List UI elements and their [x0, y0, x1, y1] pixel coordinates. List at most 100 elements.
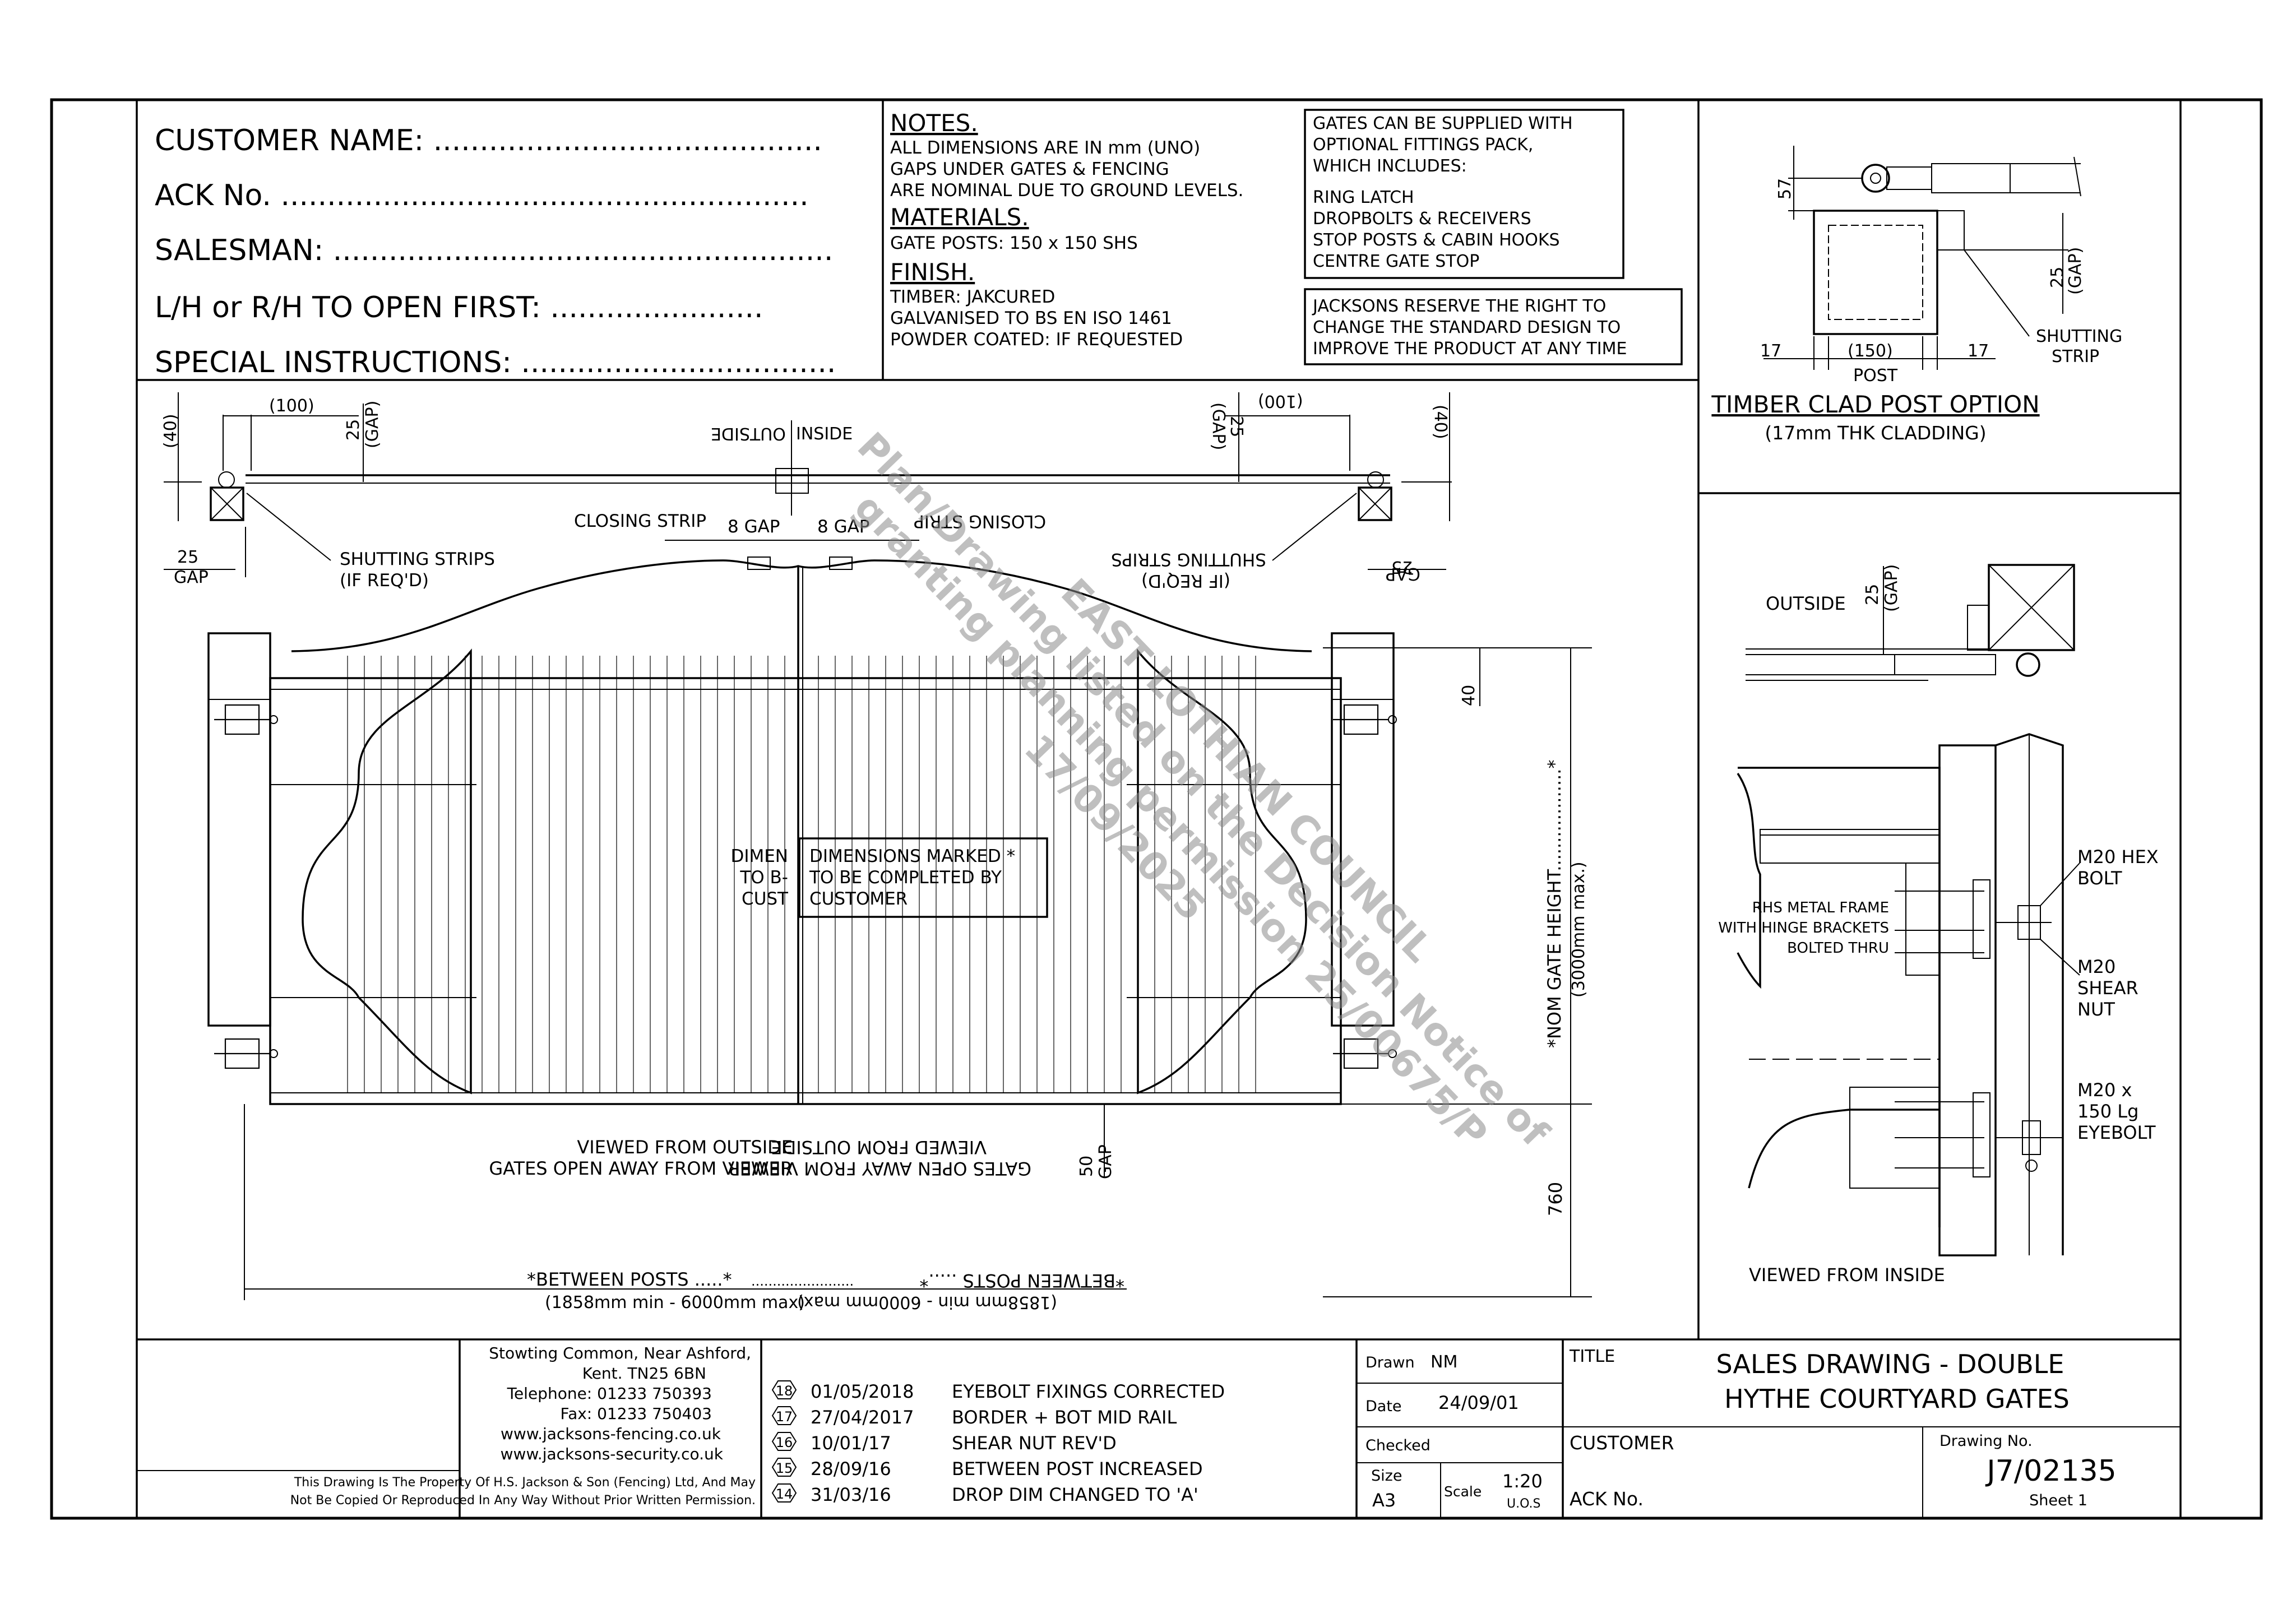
revision-description: SHEAR NUT REV'D — [952, 1432, 1117, 1454]
shear-nut-label: SHEAR — [2077, 977, 2138, 999]
clad-post-inner — [1828, 225, 1923, 320]
company-website[interactable]: www.jacksons-fencing.co.uk — [501, 1425, 721, 1443]
company-address: Kent. TN25 6BN — [582, 1364, 706, 1383]
dimension-note-mirror: CUST — [742, 889, 789, 909]
between-posts-mirror: *BETWEEN POSTS .....* — [919, 1270, 1124, 1291]
hinge-plan-detail: OUTSIDE 25 (GAP) — [1746, 564, 2075, 681]
gate-elevation: DIMENSIONS MARKED * TO BE COMPLETED BY C… — [207, 557, 1592, 1313]
left-cut-shape — [302, 648, 472, 1095]
special-instructions-field[interactable]: SPECIAL INSTRUCTIONS: ..................… — [155, 346, 836, 379]
closing-strip-left: CLOSING STRIP — [574, 511, 706, 531]
drawing-subtitle: HYTHE COURTYARD GATES — [1724, 1384, 2070, 1414]
revision-hexagon-icon — [771, 1458, 797, 1477]
finish-title: FINISH. — [890, 258, 975, 286]
dim-760: 760 — [1545, 1182, 1566, 1216]
customer-block: CUSTOMER NAME: .........................… — [155, 124, 836, 379]
dim-25-left: 25 — [344, 419, 363, 440]
size-label: Size — [1371, 1467, 1402, 1485]
title-label: TITLE — [1569, 1347, 1615, 1366]
hex-bolt-label: M20 HEX — [2077, 846, 2159, 868]
closing-strip-right: CLOSING STRIP — [914, 511, 1046, 531]
company-phone: Telephone: 01233 750393 — [507, 1384, 712, 1403]
gap25-br: 25 — [1391, 557, 1413, 577]
customer-name-field[interactable]: CUSTOMER NAME: .........................… — [155, 124, 822, 157]
dim-gap: (GAP) — [2066, 247, 2085, 295]
revision-date: 31/03/16 — [811, 1484, 891, 1505]
reserve-line: CHANGE THE STANDARD DESIGN TO — [1313, 318, 1621, 337]
dim-40-left: (40) — [161, 414, 180, 448]
revision-number: 16 — [776, 1435, 793, 1450]
revision-number: 14 — [776, 1486, 793, 1502]
dim-100-left: (100) — [269, 396, 314, 416]
salesman-field[interactable]: SALESMAN: ..............................… — [155, 234, 833, 267]
revision-hexagon-icon — [771, 1483, 797, 1503]
gate-frame — [269, 677, 1342, 1105]
viewed-from-inside-label: VIEWED FROM INSIDE — [1749, 1264, 1945, 1286]
clad-post-outer — [1813, 210, 1938, 335]
shutting-strips-left: SHUTTING STRIPS — [340, 549, 495, 569]
scale-label: Scale — [1444, 1483, 1482, 1500]
dim-17-right: 17 — [1968, 341, 1989, 361]
property-notice: This Drawing Is The Property Of H.S. Jac… — [294, 1476, 756, 1490]
dim-100-right: (100) — [1258, 391, 1303, 411]
fittings-line: OPTIONAL FITTINGS PACK, — [1313, 135, 1533, 155]
dim-gap-hinge: (GAP) — [1882, 564, 1901, 612]
shutting-strips-left: (IF REQ'D) — [340, 571, 429, 591]
dimension-note-box — [798, 837, 1048, 918]
reserve-line: JACKSONS RESERVE THE RIGHT TO — [1312, 296, 1606, 316]
materials-title: MATERIALS. — [890, 203, 1029, 231]
hex-bolt-label: BOLT — [2077, 868, 2122, 889]
latch-icon — [747, 557, 771, 570]
dim-17-left: 17 — [1760, 341, 1781, 361]
title-block: Stowting Common, Near Ashford, Kent. TN2… — [137, 1339, 2181, 1518]
fittings-line: STOP POSTS & CABIN HOOKS — [1313, 230, 1560, 250]
revision-number: 15 — [776, 1460, 793, 1476]
revision-number: 17 — [776, 1409, 793, 1425]
finish-line: POWDER COATED: IF REQUESTED — [890, 330, 1183, 350]
ack-no-field[interactable]: ACK No. ................................… — [155, 179, 809, 212]
drawn-value: NM — [1431, 1352, 1457, 1372]
revision-date: 28/09/16 — [811, 1458, 891, 1480]
dim-25: 25 — [2048, 267, 2067, 288]
drawn-label: Drawn — [1365, 1354, 1415, 1371]
vertical-boards — [347, 656, 1256, 1093]
dim-40-elev: 40 — [1459, 685, 1479, 706]
rhs-note: WITH HINGE BRACKETS — [1718, 920, 1889, 936]
notes-line: ARE NOMINAL DUE TO GROUND LEVELS. — [890, 180, 1243, 201]
hinge-brackets — [214, 704, 1397, 1069]
shutting-strips-right: (IF REQ'D) — [1141, 571, 1230, 591]
right-cut-shape — [1137, 648, 1307, 1095]
latch-icon — [829, 557, 853, 570]
rhs-note: BOLTED THRU — [1787, 940, 1889, 957]
gap25-bl: 25 — [177, 548, 198, 567]
nom-gate-height: *NOM GATE HEIGHT..................* — [1544, 760, 1565, 1048]
notes-line: ALL DIMENSIONS ARE IN mm (UNO) — [890, 138, 1200, 158]
date-value: 24/09/01 — [1438, 1392, 1519, 1413]
viewed-from-outside: VIEWED FROM OUTSIDE — [577, 1137, 793, 1158]
checked-label: Checked — [1365, 1437, 1431, 1454]
post-detail-title: TIMBER CLAD POST OPTION — [1711, 391, 2039, 418]
ack-label: ACK No. — [1570, 1488, 1644, 1510]
post-label: POST — [1853, 366, 1898, 386]
open-first-field[interactable]: L/H or R/H TO OPEN FIRST: ..............… — [155, 291, 763, 324]
dim-57: 57 — [1775, 178, 1795, 200]
notes-title: NOTES. — [890, 109, 978, 137]
gap-right: (GAP) — [1209, 402, 1228, 450]
eyebolt-label: EYEBOLT — [2077, 1122, 2156, 1143]
scale-sub: U.O.S — [1507, 1497, 1540, 1511]
revision-hexagon-icon — [771, 1406, 797, 1425]
revision-description: BETWEEN POST INCREASED — [952, 1458, 1203, 1480]
dimension-note: CUSTOMER — [809, 889, 908, 909]
gap-left: (GAP) — [363, 401, 382, 448]
notes-block: NOTES. ALL DIMENSIONS ARE IN mm (UNO) GA… — [890, 109, 1243, 350]
revision-hexagon-icon — [771, 1380, 797, 1399]
fittings-box: GATES CAN BE SUPPLIED WITH OPTIONAL FITT… — [1304, 109, 1624, 279]
company-website[interactable]: www.jacksons-security.co.uk — [501, 1445, 724, 1463]
hinge-elevation-detail: RHS METAL FRAME WITH HINGE BRACKETS BOLT… — [1718, 733, 2159, 1286]
revision-number: 18 — [776, 1383, 793, 1399]
date-label: Date — [1365, 1398, 1402, 1415]
gap-word-br: GAP — [1386, 564, 1420, 583]
customer-label: CUSTOMER — [1570, 1432, 1674, 1454]
outside-label-plan: OUTSIDE — [711, 424, 786, 443]
